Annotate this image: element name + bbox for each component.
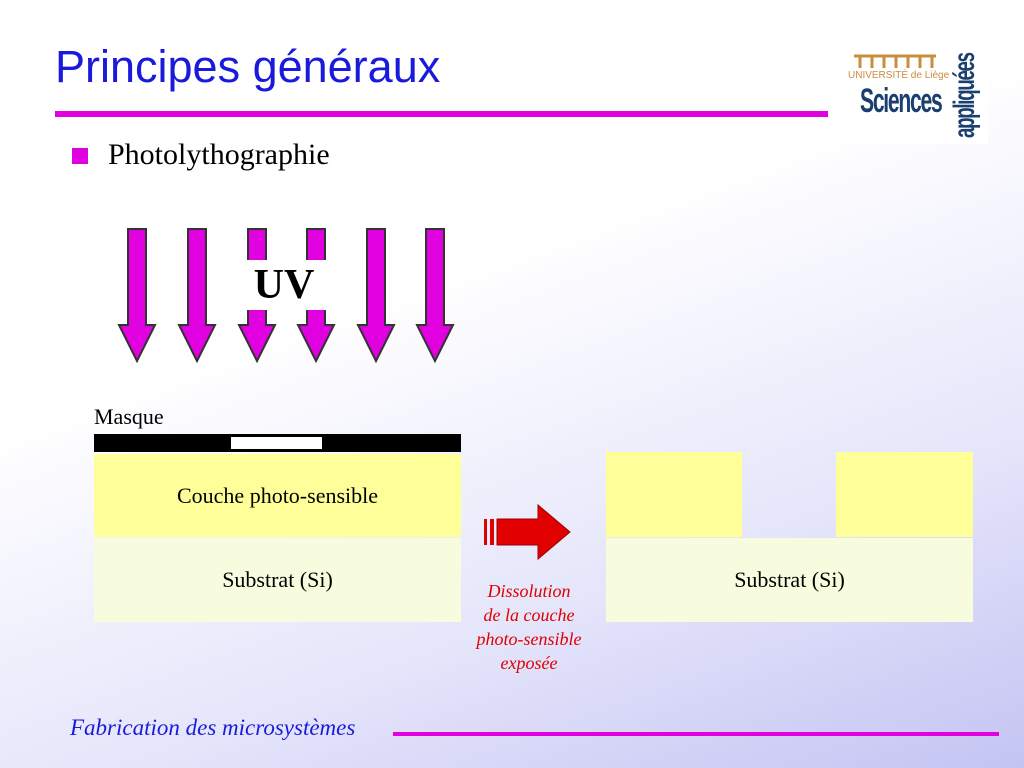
mask-label: Masque xyxy=(94,404,164,429)
caption-line: photo-sensible xyxy=(476,629,582,649)
caption-line: Dissolution xyxy=(487,581,571,601)
uv-label: UV xyxy=(238,260,330,310)
photoresist-label: Couche photo-sensible xyxy=(176,482,379,508)
substrate-left-label: Substrat (Si) xyxy=(222,567,333,592)
logo-sciences-text: Sciences xyxy=(860,82,943,120)
substrate-right: Substrat (Si) xyxy=(606,538,973,622)
caption-line: exposée xyxy=(500,653,558,673)
bullet-marker xyxy=(72,148,88,164)
title-underline xyxy=(55,111,828,117)
photoresist-layer: Couche photo-sensible xyxy=(94,454,461,537)
resist-block-left xyxy=(606,452,742,537)
footer-text: Fabrication des microsystèmes xyxy=(70,715,356,740)
slide-title: Principes généraux xyxy=(55,41,441,92)
mask-layer xyxy=(94,434,461,452)
logo-university-text: UNIVERSITÉ de Liège xyxy=(848,70,950,81)
uv-arrow-icon xyxy=(416,228,454,362)
logo-appliquees-text: appliquées xyxy=(948,53,981,138)
uv-arrow-icon xyxy=(118,228,156,362)
process-caption: Dissolution de la couche photo-sensible … xyxy=(464,579,594,675)
uv-arrow-icon xyxy=(357,228,395,362)
logo-arch-icon xyxy=(854,54,936,68)
mask-opening xyxy=(231,437,322,449)
footer-rule xyxy=(393,732,999,736)
substrate-right-label: Substrat (Si) xyxy=(734,567,845,592)
uv-arrow-icon xyxy=(178,228,216,362)
resist-block-right xyxy=(836,452,973,537)
caption-line: de la couche xyxy=(483,605,575,625)
bullet-text: Photolythographie xyxy=(108,138,330,171)
university-logo: UNIVERSITÉ de Liège Sciences appliquées xyxy=(838,20,988,144)
process-arrow-icon xyxy=(484,503,571,561)
substrate-left: Substrat (Si) xyxy=(94,538,461,622)
